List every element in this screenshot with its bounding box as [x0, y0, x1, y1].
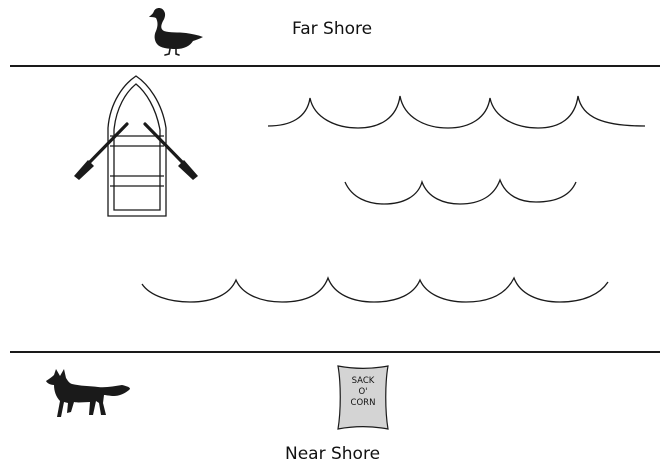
far-shoreline: [10, 65, 660, 67]
wave-row-top: [267, 95, 646, 129]
sack-label: SACK O' CORN: [350, 376, 376, 408]
duck-icon[interactable]: [146, 6, 206, 56]
far-shore-label: Far Shore: [292, 19, 373, 39]
rowboat-icon[interactable]: [70, 72, 206, 220]
near-shoreline: [10, 351, 660, 353]
sack-of-corn-icon[interactable]: SACK O' CORN: [334, 363, 392, 433]
wave-row-middle: [344, 178, 577, 205]
fox-icon[interactable]: [44, 365, 132, 423]
near-shore-label: Near Shore: [285, 444, 381, 464]
wave-row-bottom: [141, 276, 609, 303]
